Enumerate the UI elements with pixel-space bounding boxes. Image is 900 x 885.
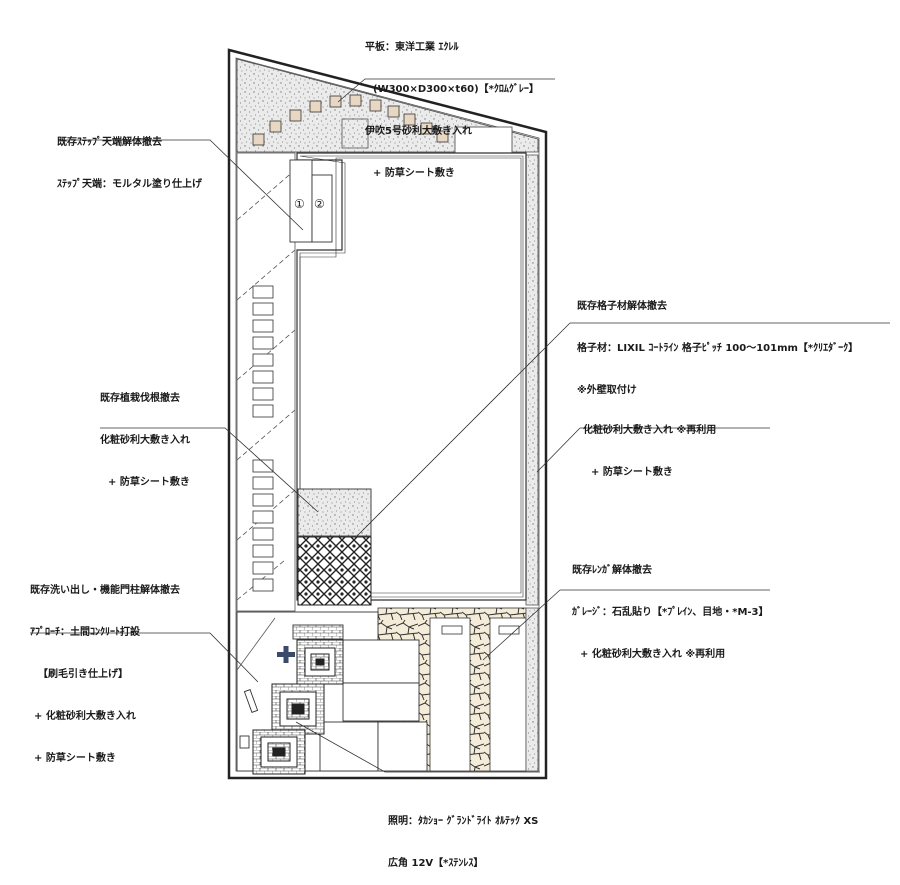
- gravel-right-note: 化粧砂利大敷き入れ ※再利用 + 防草シート敷き: [583, 396, 716, 494]
- paving-tiles: [252, 94, 449, 146]
- lattice-note-line-1: 既存格子材解体撤去: [577, 301, 667, 312]
- paving-note-line-4: + 防草シート敷き: [373, 168, 455, 179]
- left-side-path: [236, 152, 296, 612]
- gravel-right-note-line-2: + 防草シート敷き: [591, 467, 673, 478]
- step-top-note: 既存ｽﾃｯﾌﾟ天端解体撤去 ｽﾃｯﾌﾟ天端：モルタル塗り仕上げ: [57, 108, 202, 206]
- lighting-note-line-1: 照明：ﾀｶｼｮｰ ｸﾞﾗﾝﾄﾞﾗｲﾄ ｵﾙﾃｯｸ XS: [388, 816, 539, 827]
- approach-note-line-5: + 防草シート敷き: [34, 753, 116, 764]
- planter-squares: [252, 639, 344, 775]
- step-marker-2: ②: [314, 197, 325, 211]
- paving-note-line-1: 平板：東洋工業 ｴｸﾚﾙ: [365, 42, 459, 53]
- paving-note: 平板：東洋工業 ｴｸﾚﾙ (W300×D300×t60)【*ｸﾛﾑｸﾞﾚｰ】 伊…: [365, 13, 539, 195]
- approach-note: 既存洗い出し・機能門柱解体撤去 ｱﾌﾟﾛｰﾁ：土間ｺﾝｸﾘｰﾄ打設 【刷毛引き仕…: [30, 556, 180, 780]
- gravel-right-note-line-1: 化粧砂利大敷き入れ ※再利用: [583, 425, 717, 436]
- lattice-note-line-3: ※外壁取付け: [577, 385, 637, 396]
- approach-note-line-3: 【刷毛引き仕上げ】: [38, 669, 128, 680]
- lattice-panel: [297, 536, 372, 606]
- step-area: [289, 159, 333, 243]
- step-top-note-line-2: ｽﾃｯﾌﾟ天端：モルタル塗り仕上げ: [57, 179, 202, 190]
- garage-note-line-2: ｶﾞﾚｰｼﾞ：石乱貼り【*ﾌﾟﾚｲﾝ、目地・*M-3】: [572, 607, 769, 618]
- lighting-note-line-2: 広角 12V【*ｽﾃﾝﾚｽ】: [388, 858, 484, 869]
- paving-area: [236, 58, 539, 154]
- lighting-note: 照明：ﾀｶｼｮｰ ｸﾞﾗﾝﾄﾞﾗｲﾄ ｵﾙﾃｯｸ XS 広角 12V【*ｽﾃﾝﾚ…: [388, 787, 538, 885]
- planting-note-line-2: 化粧砂利大敷き入れ: [100, 435, 190, 446]
- light-fixture-icon: [277, 646, 295, 663]
- approach-note-line-2: ｱﾌﾟﾛｰﾁ：土間ｺﾝｸﾘｰﾄ打設: [30, 627, 140, 638]
- approach-note-line-4: + 化粧砂利大敷き入れ: [34, 711, 136, 722]
- gate-post: [239, 689, 259, 749]
- planting-gravel-area: [297, 488, 372, 537]
- garage-note: 既存ﾚﾝｶﾞ解体撤去 ｶﾞﾚｰｼﾞ：石乱貼り【*ﾌﾟﾚｲﾝ、目地・*M-3】 +…: [572, 536, 769, 676]
- garage-note-line-1: 既存ﾚﾝｶﾞ解体撤去: [572, 565, 652, 576]
- approach-area: [236, 611, 428, 772]
- approach-note-line-1: 既存洗い出し・機能門柱解体撤去: [30, 585, 180, 596]
- stepping-stones: [252, 285, 274, 592]
- lattice-note: 既存格子材解体撤去 格子材：LIXIL ｺｰﾄﾗｲﾝ 格子ﾋﾟｯﾁ 100～10…: [577, 272, 858, 412]
- lattice-note-line-2: 格子材：LIXIL ｺｰﾄﾗｲﾝ 格子ﾋﾟｯﾁ 100～101mm【*ｸﾘｴﾀﾞ…: [577, 343, 859, 354]
- planting-note: 既存植栽伐根撤去 化粧砂利大敷き入れ + 防草シート敷き: [100, 364, 190, 504]
- gravel-strip-right: [525, 154, 539, 606]
- garage-pavement: [377, 607, 539, 772]
- garage-note-line-3: + 化粧砂利大敷き入れ ※再利用: [580, 649, 726, 660]
- planting-note-line-1: 既存植栽伐根撤去: [100, 393, 180, 404]
- leader-lines: [30, 78, 890, 773]
- paving-note-line-2: (W300×D300×t60)【*ｸﾛﾑｸﾞﾚｰ】: [373, 84, 539, 95]
- paving-note-line-3: 伊吹5号砂利大敷き入れ: [365, 126, 472, 137]
- site-plan: ① ②: [30, 48, 890, 780]
- step-top-note-line-1: 既存ｽﾃｯﾌﾟ天端解体撤去: [57, 137, 162, 148]
- step-marker-1: ①: [294, 197, 305, 211]
- planting-note-line-3: + 防草シート敷き: [108, 477, 190, 488]
